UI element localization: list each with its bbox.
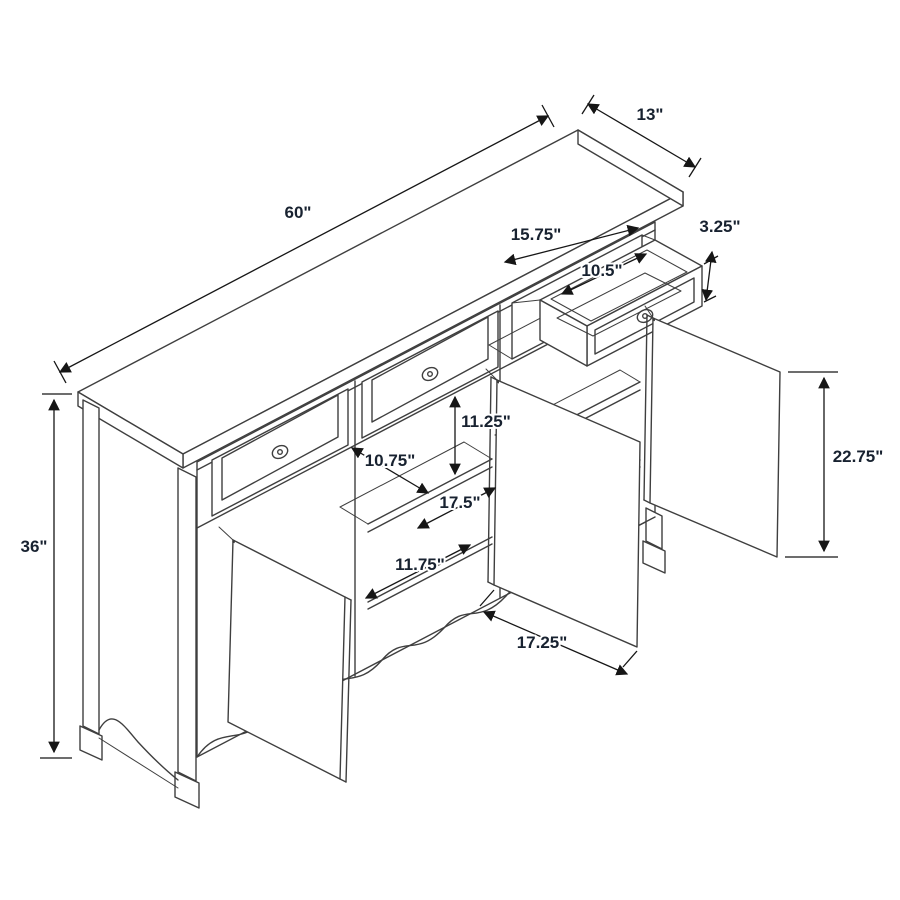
dim-label-drawer-inner-depth: 10.5" [581,261,622,280]
dim-right-door-height: 22.75" [785,371,885,558]
dim-label-right-door-height: 22.75" [833,447,884,466]
left-door [218,526,352,783]
dim-label-top-length: 60" [285,203,312,222]
dim-top-length: 60" [53,104,555,384]
dim-label-upper-opening-height: 11.25" [461,412,511,431]
furniture-drawing [77,129,781,809]
dim-top-depth: 13" [581,94,702,178]
back-left-leg [82,399,100,735]
dim-label-open-drawer-width: 15.75" [511,225,562,244]
dim-drawer-front-height: 3.25" [697,215,743,303]
front-left-leg [177,467,197,782]
dim-middle-opening-width: 17.5" [416,487,497,529]
dim-overall-height: 36" [19,393,72,759]
dim-label-middle-door-width: 17.25" [517,633,568,652]
dim-upper-opening-height: 11.25" [449,395,513,476]
dim-shelf-depth: 10.75" [350,447,430,494]
dim-label-overall-height: 36" [21,537,48,556]
dimensions: 60" 13" 15.75" 3.25" 10.5" 11.25" [19,94,885,759]
dim-label-lower-opening-width: 11.75" [395,555,445,574]
dim-drawer-inner-depth: 10.5" [560,253,648,295]
back-left-foot [79,725,103,761]
legs [79,399,666,809]
dim-label-top-depth: 13" [637,105,664,124]
right-foot [642,540,666,574]
left-drawer-knob [271,444,289,460]
dim-lower-opening-width: 11.75" [364,544,472,599]
dim-open-drawer-width: 15.75" [503,223,640,266]
dim-label-shelf-depth: 10.75" [365,451,416,470]
middle-door [485,368,641,648]
left-drawer [211,388,349,517]
dim-middle-door-width: 17.25" [479,589,638,676]
front-left-foot [174,771,200,809]
dim-label-middle-opening-width: 17.5" [439,493,480,512]
dim-label-drawer-front-height: 3.25" [699,217,740,236]
right-door [643,305,781,558]
